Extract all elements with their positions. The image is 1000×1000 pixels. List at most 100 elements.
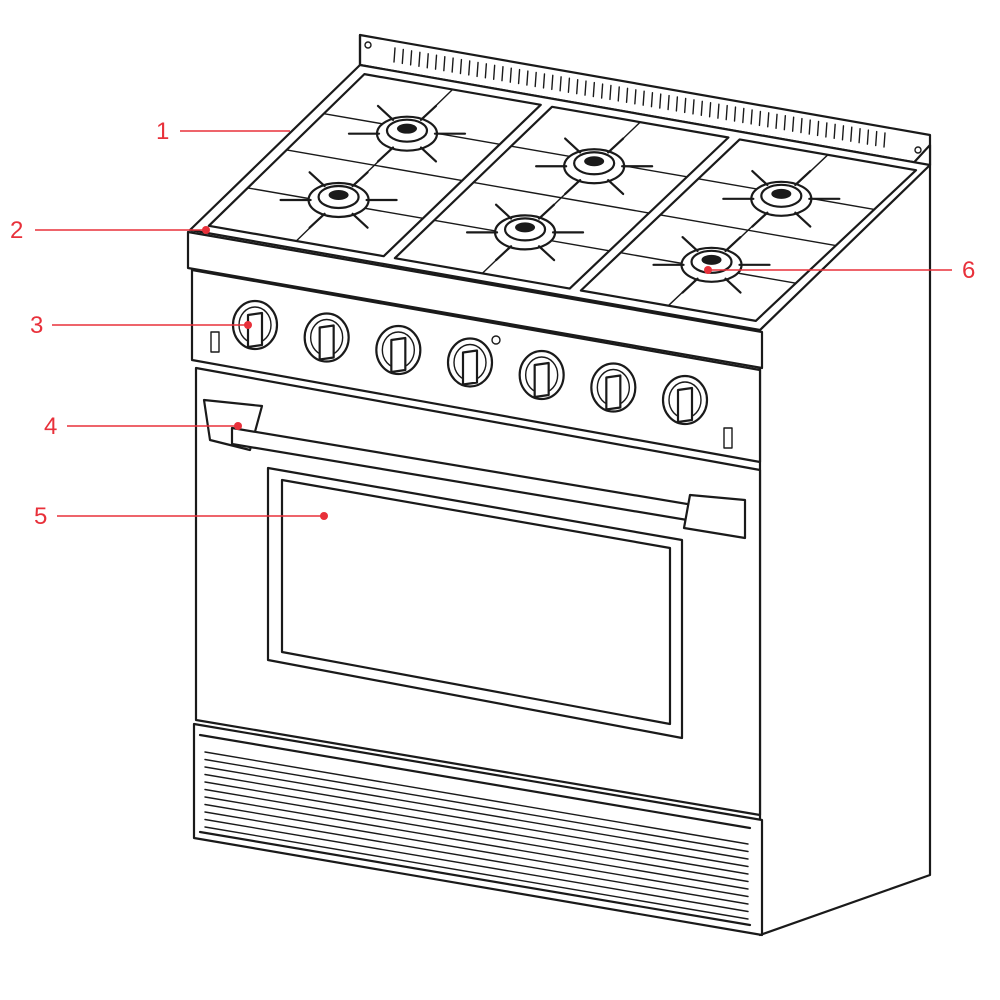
vent-slot [750,109,753,125]
vent-slot [517,68,521,85]
kick-slat [204,766,749,860]
burner-icon [347,104,467,163]
vent-slot [767,112,770,128]
vent-slot [742,107,745,124]
indicator-light-left [210,331,220,353]
vent-slot [501,66,504,82]
vent-slot [692,99,695,115]
panel-pilot [491,335,501,345]
vent-slot [592,81,596,98]
kick-slat [204,818,749,913]
grate-icon [579,138,918,322]
kick-slat [204,773,749,868]
vent-slot [509,67,512,83]
callout-6: 6 [704,257,975,284]
range-body [186,33,932,937]
vent-slot [584,80,587,96]
grate-icon [393,105,730,290]
vent-slot [659,93,662,109]
control-knob-icon[interactable] [590,362,637,413]
burner-icon [722,170,841,228]
vent-slot [775,113,778,129]
kick-slats [204,751,749,920]
control-knobs [231,299,709,426]
control-knob-icon[interactable] [446,337,494,388]
vent-slot [567,77,571,93]
vent-slot [783,115,787,131]
kick-slat [204,758,749,853]
kick-slat [204,788,749,883]
vent-slot [683,97,687,114]
kick-slat [204,826,749,920]
vent-slot [468,60,471,76]
vent-slot [559,76,562,92]
burner-icon [465,203,585,262]
burner-icon [535,137,654,196]
vent-slot [609,84,612,101]
kick-slat [204,811,749,905]
callout-1: 1 [156,118,290,145]
vent-slot [858,127,861,144]
vent-slot [675,96,679,112]
vent-slot [434,54,438,70]
vent-slot [443,55,446,72]
oven-door-handle [202,398,747,540]
vent-slot [484,63,488,79]
burners [279,104,841,294]
control-knob-icon[interactable] [303,312,350,363]
oven-window [266,466,684,740]
vent-slot [617,86,620,102]
indicator-light-right [723,427,733,449]
vent-slot [833,123,836,140]
burner-icon [279,171,398,229]
kick-slat [204,751,749,845]
burner-icon [652,236,771,294]
control-knob-icon[interactable] [231,299,279,351]
vent-slot [551,74,554,91]
vent-slot [708,102,712,118]
callout-2: 2 [10,217,210,244]
vent-slot [476,61,479,78]
callouts: 1 2 3 4 5 6 [10,118,975,530]
vent-slot [418,51,421,68]
control-knob-icon[interactable] [518,349,565,401]
vent-slot [600,83,604,99]
cooktop-front-lip [186,230,764,370]
vent-slot [866,129,870,145]
vent-slot [459,58,463,75]
vent-slot [534,71,537,88]
callout-4-label: 4 [44,413,57,440]
vent-slot [717,103,720,119]
vent-slot [576,78,579,95]
vent-slot [850,126,853,142]
vent-slots [393,47,886,148]
vent-slot [542,73,546,89]
callout-2-label: 2 [10,217,23,244]
vent-slot [800,117,803,134]
vent-slot [825,122,828,138]
vent-slot [650,91,654,108]
callout-4: 4 [44,413,242,440]
vent-slot [625,87,629,104]
callout-5-label: 5 [34,503,47,530]
callout-3-label: 3 [30,312,43,339]
vent-slot [409,50,413,66]
vent-slot [733,106,737,122]
vent-slot [642,90,645,106]
vent-slot [700,100,703,117]
callout-5: 5 [34,503,328,530]
vent-slot [492,64,496,80]
vent-slot [758,110,762,127]
vent-slot [791,116,795,132]
control-knob-icon[interactable] [375,324,422,376]
vent-slot [816,120,820,137]
vent-slot [808,119,811,135]
control-knob-icon[interactable] [661,374,709,426]
vent-slot [841,125,845,141]
vent-slot [634,89,637,105]
callout-3: 3 [30,312,252,339]
vent-slot [393,47,396,63]
callout-1-label: 1 [156,118,169,145]
callout-6-label: 6 [962,257,975,284]
